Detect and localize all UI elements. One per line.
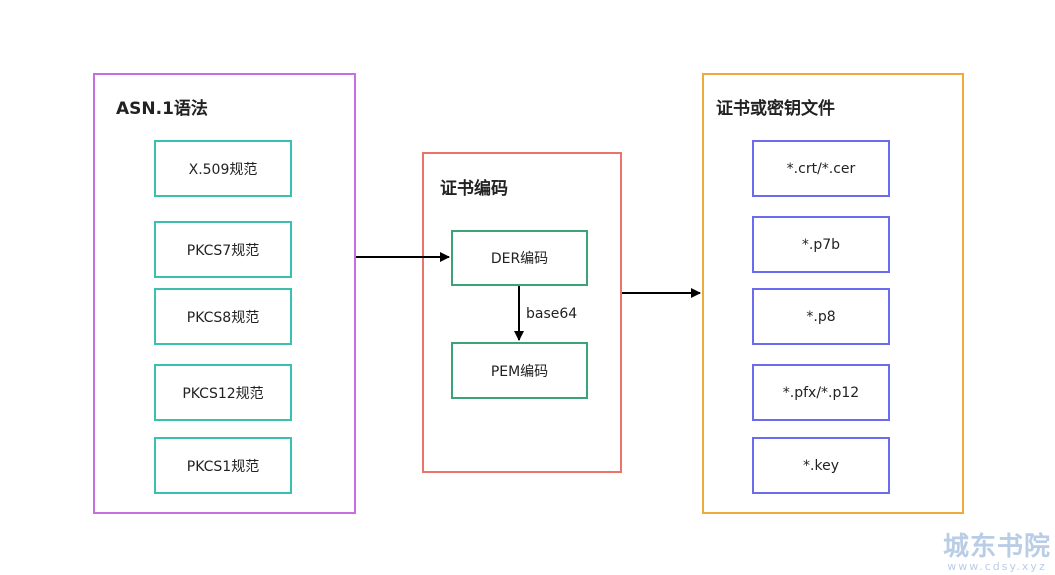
watermark-sub: www.cdsy.xyz xyxy=(947,560,1047,573)
files-group-title: 证书或密钥文件 xyxy=(716,99,835,119)
pkcs7-spec-node: PKCS7规范 xyxy=(154,221,292,278)
pkcs1-spec-node: PKCS1规范 xyxy=(154,437,292,494)
watermark: 城东书院 www.cdsy.xyz xyxy=(943,526,1051,573)
x509-spec-node: X.509规范 xyxy=(154,140,292,197)
crt-cer-file-node: *.crt/*.cer xyxy=(752,140,890,197)
pkcs12-spec-node: PKCS12规范 xyxy=(154,364,292,421)
der-encoding-node: DER编码 xyxy=(451,230,588,286)
pem-encoding-node: PEM编码 xyxy=(451,342,588,399)
asn1-group-title: ASN.1语法 xyxy=(116,99,208,119)
key-file-node: *.key xyxy=(752,437,890,494)
p7b-file-node: *.p7b xyxy=(752,216,890,273)
cert-encoding-group xyxy=(422,152,622,473)
pfx-p12-file-node: *.pfx/*.p12 xyxy=(752,364,890,421)
encoding-group-title: 证书编码 xyxy=(440,179,508,199)
watermark-main: 城东书院 xyxy=(942,532,1051,562)
pkcs8-spec-node: PKCS8规范 xyxy=(154,288,292,345)
p8-file-node: *.p8 xyxy=(752,288,890,345)
base64-edge-label: base64 xyxy=(526,306,578,322)
